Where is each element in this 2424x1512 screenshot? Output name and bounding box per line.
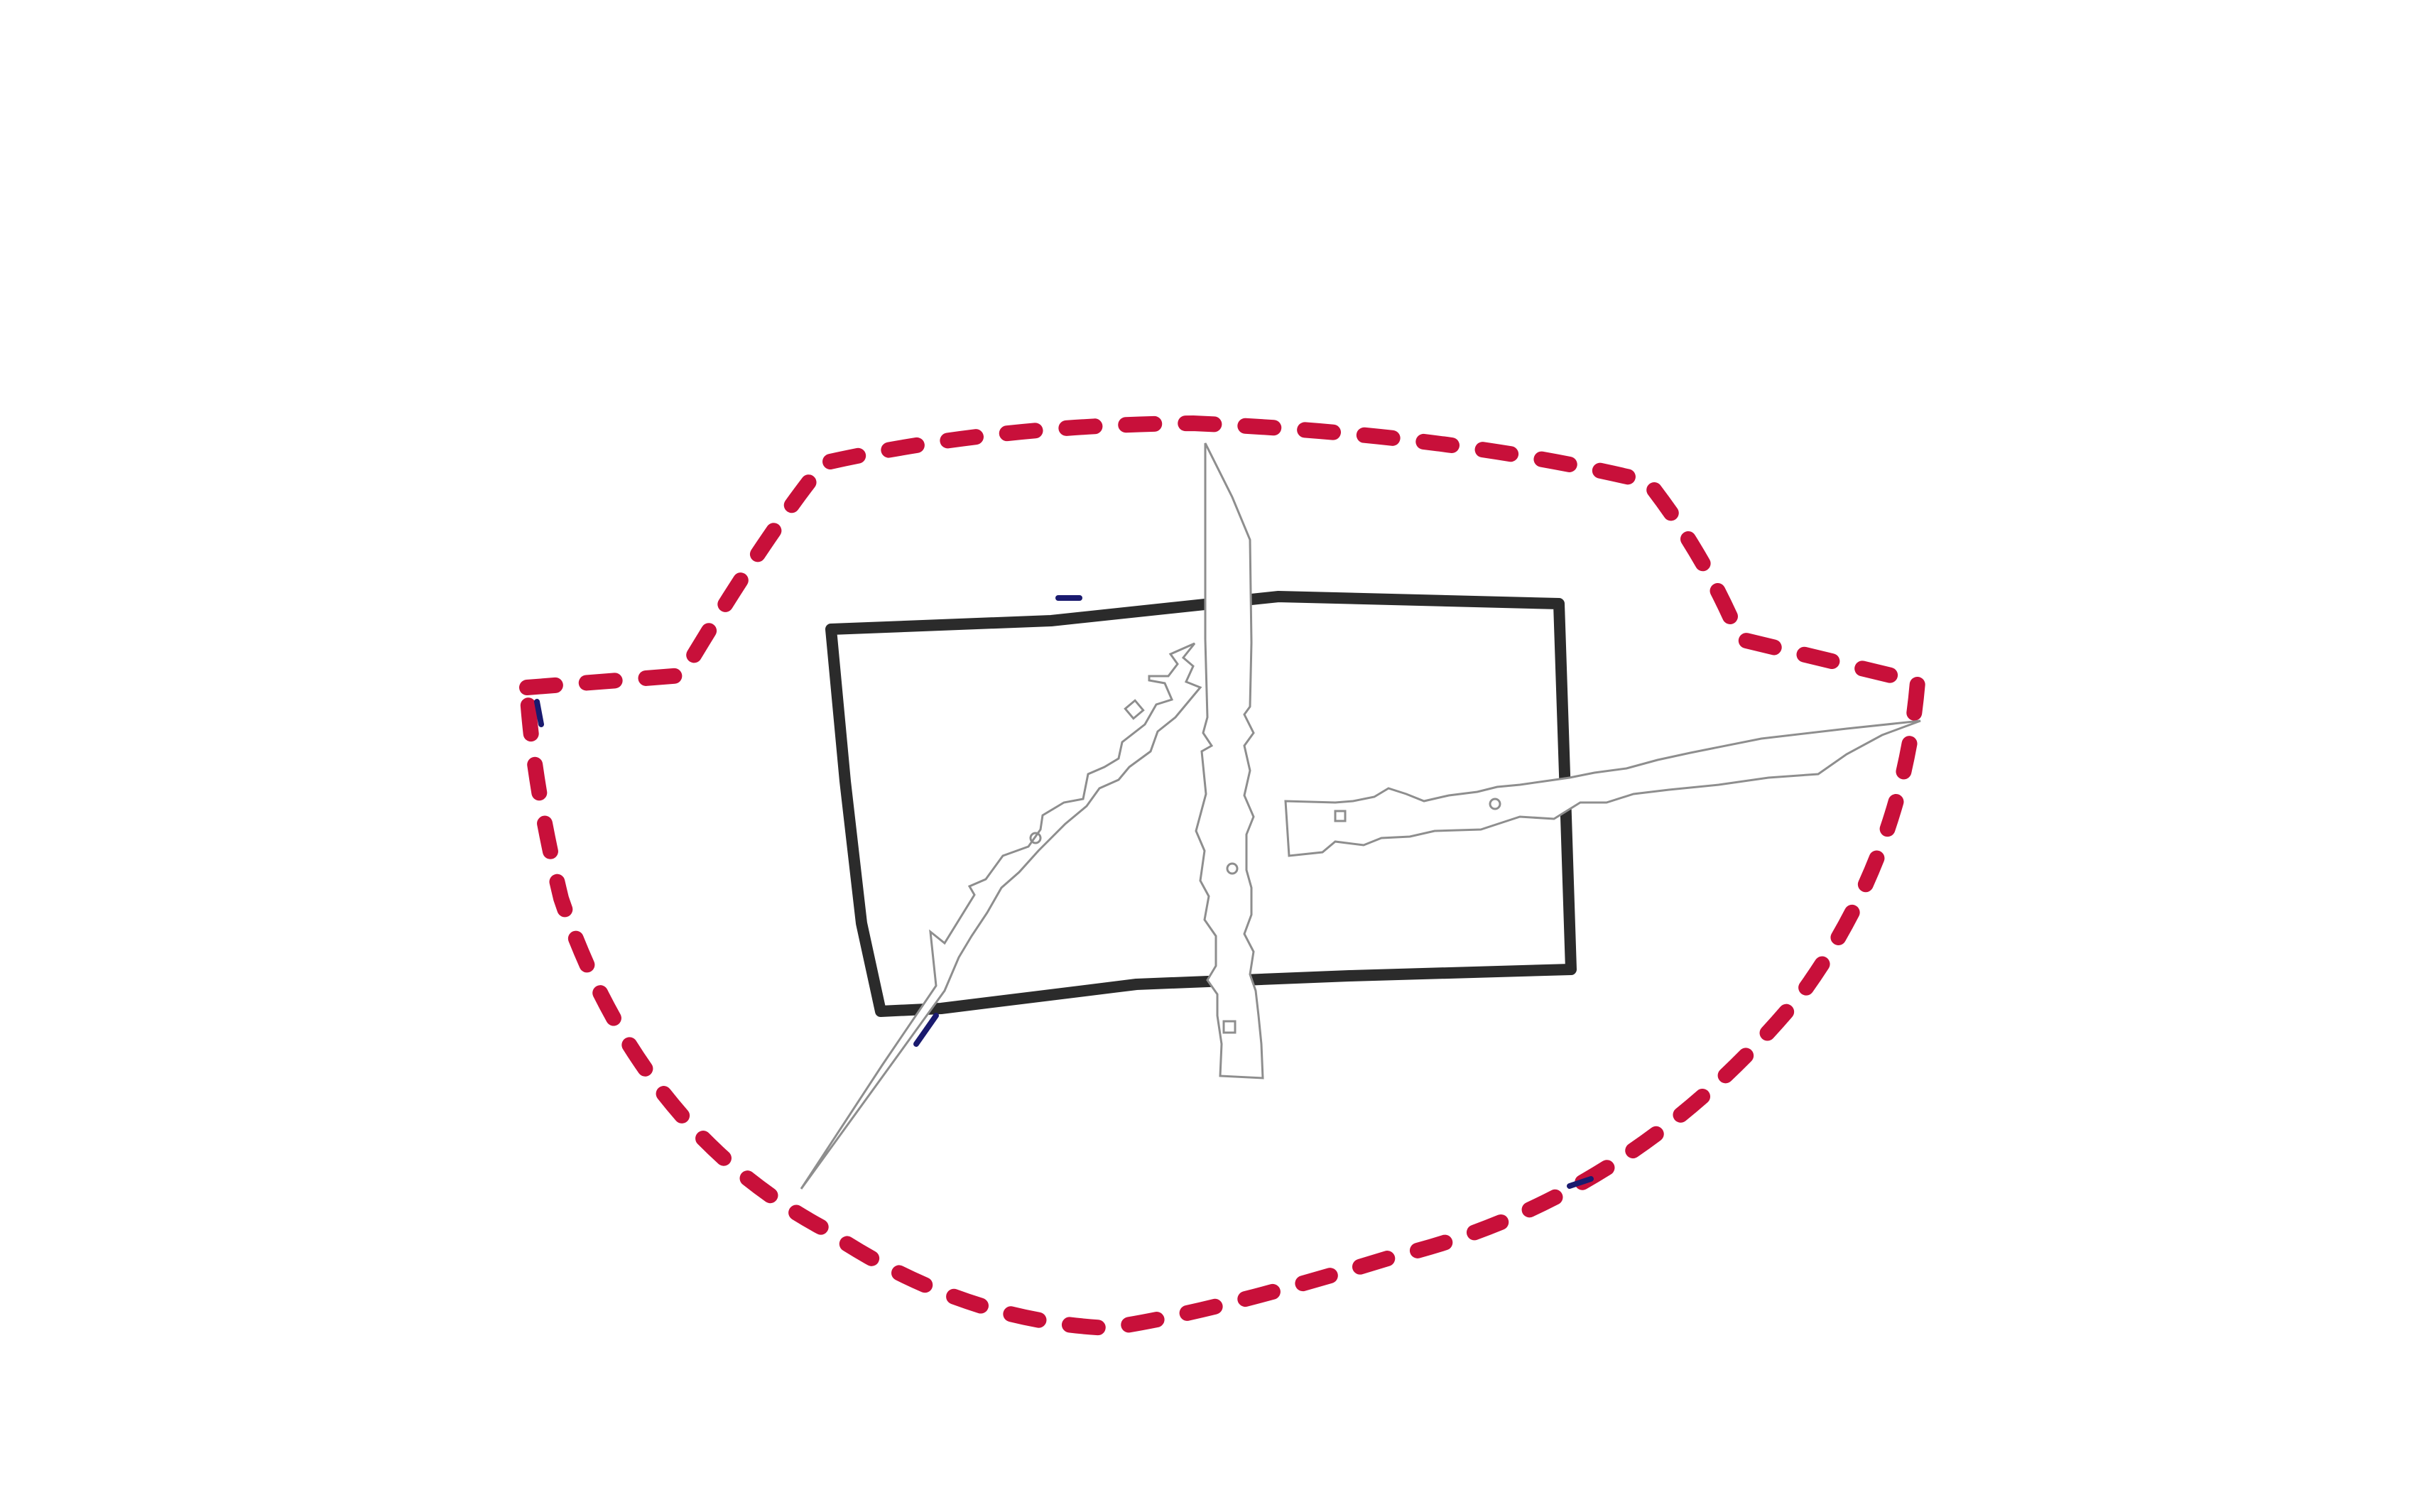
ink-speck-3 [1567, 1176, 1594, 1189]
black-rectangle [825, 591, 1577, 1017]
sword-horizontal-hole-2 [1334, 810, 1347, 822]
dashed-red-boundary [519, 415, 1925, 1336]
sword-vertical [1195, 442, 1264, 1079]
sword-vertical-hole-2 [1222, 1020, 1237, 1034]
sword-horizontal [1284, 719, 1921, 857]
sword-diagonal-hole-1 [1029, 832, 1042, 844]
sword-vertical-hole-1 [1226, 862, 1239, 875]
sword-horizontal-hole-1 [1489, 798, 1501, 810]
sword-diagonal [800, 642, 1202, 1190]
ink-speck-4 [534, 699, 544, 727]
ink-speck-1 [913, 1013, 939, 1047]
sword-diagonal-hole-2 [1124, 699, 1145, 720]
